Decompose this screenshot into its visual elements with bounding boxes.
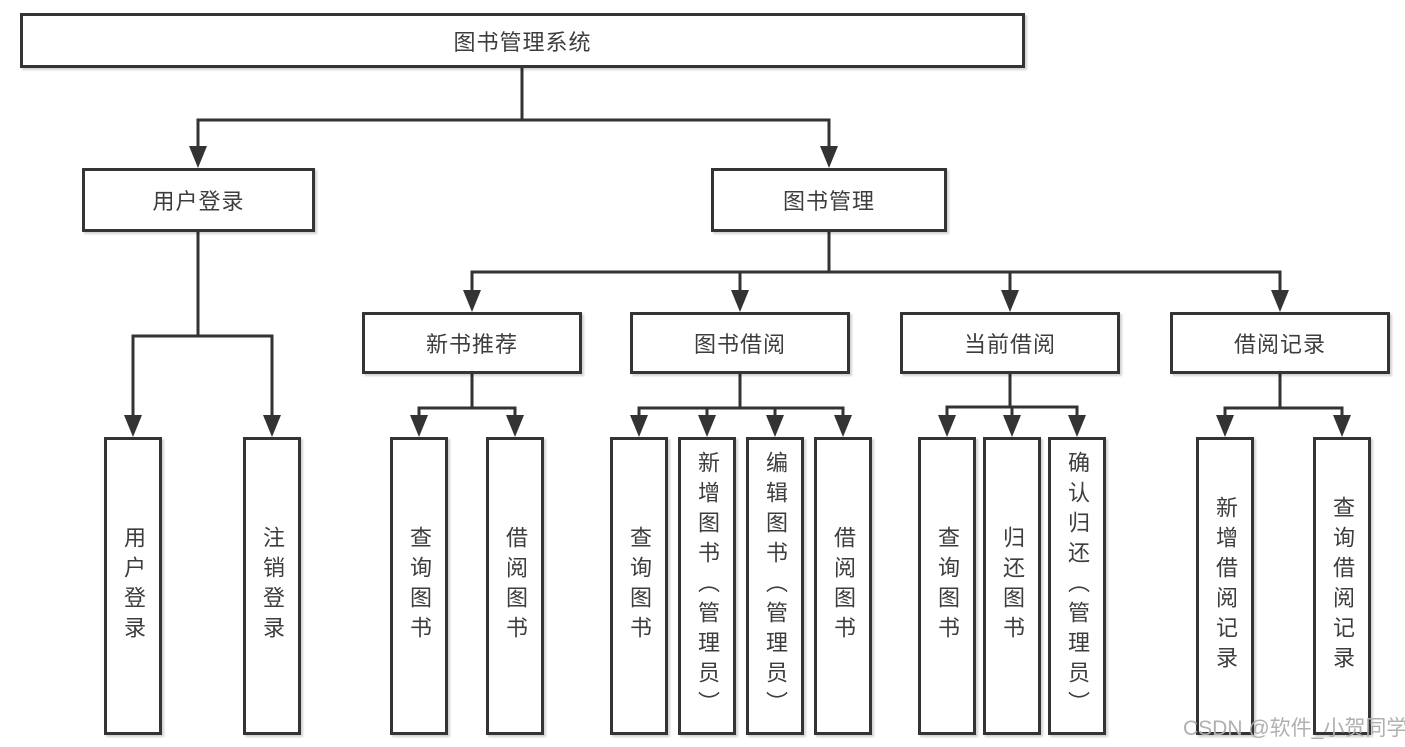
node-label: 图书管理: [782, 189, 875, 214]
node-label: 借阅图书: [831, 526, 856, 646]
leaf-query-books-current: 查询图书: [918, 437, 976, 735]
leaf-borrow-books: 借阅图书: [814, 437, 872, 735]
node-current-borrow: 当前借阅: [900, 312, 1120, 374]
leaf-query-books-recommend: 查询图书: [390, 437, 448, 735]
node-borrow-records: 借阅记录: [1170, 312, 1390, 374]
node-label: 图书管理系统: [453, 29, 592, 55]
leaf-add-books-admin: 新增图书（管理员）: [678, 437, 736, 735]
node-label: 当前借阅: [963, 332, 1056, 357]
leaf-confirm-return-admin: 确认归还（管理员）: [1048, 437, 1106, 735]
node-library-management-system: 图书管理系统: [20, 13, 1025, 68]
leaf-return-books: 归还图书: [983, 437, 1041, 735]
leaf-user-login: 用户登录: [104, 437, 162, 735]
node-label: 确认归还（管理员）: [1065, 451, 1090, 721]
node-book-management: 图书管理: [711, 168, 947, 232]
leaf-query-books-borrow: 查询图书: [610, 437, 668, 735]
node-label: 新增借阅记录: [1213, 496, 1238, 676]
node-label: 查询图书: [935, 526, 960, 646]
node-label: 注销登录: [260, 526, 285, 646]
node-new-book-recommend: 新书推荐: [362, 312, 582, 374]
csdn-watermark: CSDN @软件_小贺同学: [1183, 717, 1405, 740]
node-label: 查询图书: [407, 526, 432, 646]
leaf-query-borrow-record: 查询借阅记录: [1313, 437, 1371, 735]
node-user-login: 用户登录: [82, 168, 315, 232]
node-label: 图书借阅: [693, 332, 786, 357]
node-label: 查询图书: [627, 526, 652, 646]
node-label: 编辑图书（管理员）: [763, 451, 788, 721]
node-label: 借阅图书: [503, 526, 528, 646]
node-label: 新增图书（管理员）: [695, 451, 720, 721]
leaf-add-borrow-record: 新增借阅记录: [1196, 437, 1254, 735]
leaf-borrow-books-recommend: 借阅图书: [486, 437, 544, 735]
node-label: 借阅记录: [1233, 332, 1326, 357]
node-label: 查询借阅记录: [1330, 496, 1355, 676]
node-book-borrow: 图书借阅: [630, 312, 850, 374]
node-label: 归还图书: [1000, 526, 1025, 646]
node-label: 用户登录: [121, 526, 146, 646]
node-label: 新书推荐: [425, 332, 518, 357]
leaf-logout: 注销登录: [243, 437, 301, 735]
node-label: 用户登录: [152, 189, 245, 214]
leaf-edit-books-admin: 编辑图书（管理员）: [746, 437, 804, 735]
